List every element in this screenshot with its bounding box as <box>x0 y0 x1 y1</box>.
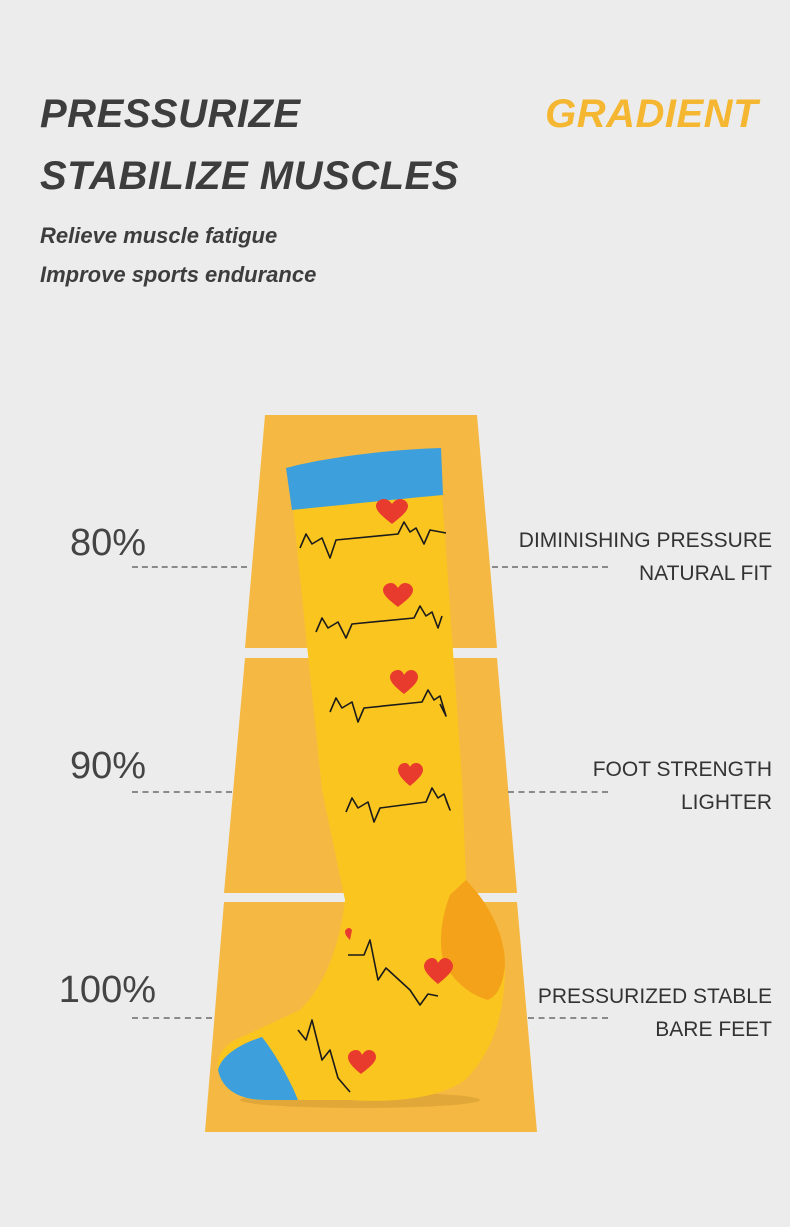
feature-bare-feet: BARE FEET <box>655 1018 772 1041</box>
gradient-label: GRADIENT <box>545 92 758 136</box>
feature-foot-strength: FOOT STRENGTH <box>592 758 772 781</box>
heart-icon <box>398 763 423 786</box>
heartbeat-line <box>297 1019 351 1093</box>
zone-100-left-leader <box>132 1017 212 1019</box>
heartbeat-line <box>329 689 447 723</box>
feature-diminishing-pressure: DIMINISHING PRESSURE <box>518 529 772 552</box>
heartbeat-line <box>315 605 443 639</box>
sock-body <box>217 494 506 1101</box>
heart-icon <box>345 928 352 940</box>
heart-icon <box>376 499 408 524</box>
headline-stabilize-muscles: STABILIZE MUSCLES <box>40 154 459 198</box>
heartbeat-line <box>345 787 451 823</box>
zone-80-percent: 80% <box>69 522 146 564</box>
sock-toe <box>218 1037 298 1100</box>
subtitle-improve-endurance: Improve sports endurance <box>40 262 317 287</box>
feature-lighter: LIGHTER <box>680 791 772 814</box>
headline-pressurize: PRESSURIZE <box>40 92 301 136</box>
sock-heel-patch <box>440 880 505 1000</box>
subtitle-relieve-fatigue: Relieve muscle fatigue <box>40 223 278 248</box>
zone-80-left-leader <box>132 566 247 568</box>
zone-80-right-leader <box>492 566 608 568</box>
zone-90-right-leader <box>508 791 608 793</box>
zone-90-left-leader <box>132 791 232 793</box>
feature-natural-fit: NATURAL FIT <box>638 562 772 585</box>
heart-icon <box>424 958 453 984</box>
heart-icon <box>390 670 418 694</box>
zone-100-right-leader <box>528 1017 608 1019</box>
heartbeat-line <box>299 521 447 559</box>
heart-icon <box>348 1050 376 1074</box>
heartbeat-line <box>348 939 439 1006</box>
zone-100-percent: 100% <box>58 969 156 1011</box>
sock-cuff <box>286 448 443 510</box>
heart-icon <box>383 583 413 607</box>
feature-pressurized-stable: PRESSURIZED STABLE <box>537 985 772 1008</box>
zone-90-percent: 90% <box>69 745 146 787</box>
